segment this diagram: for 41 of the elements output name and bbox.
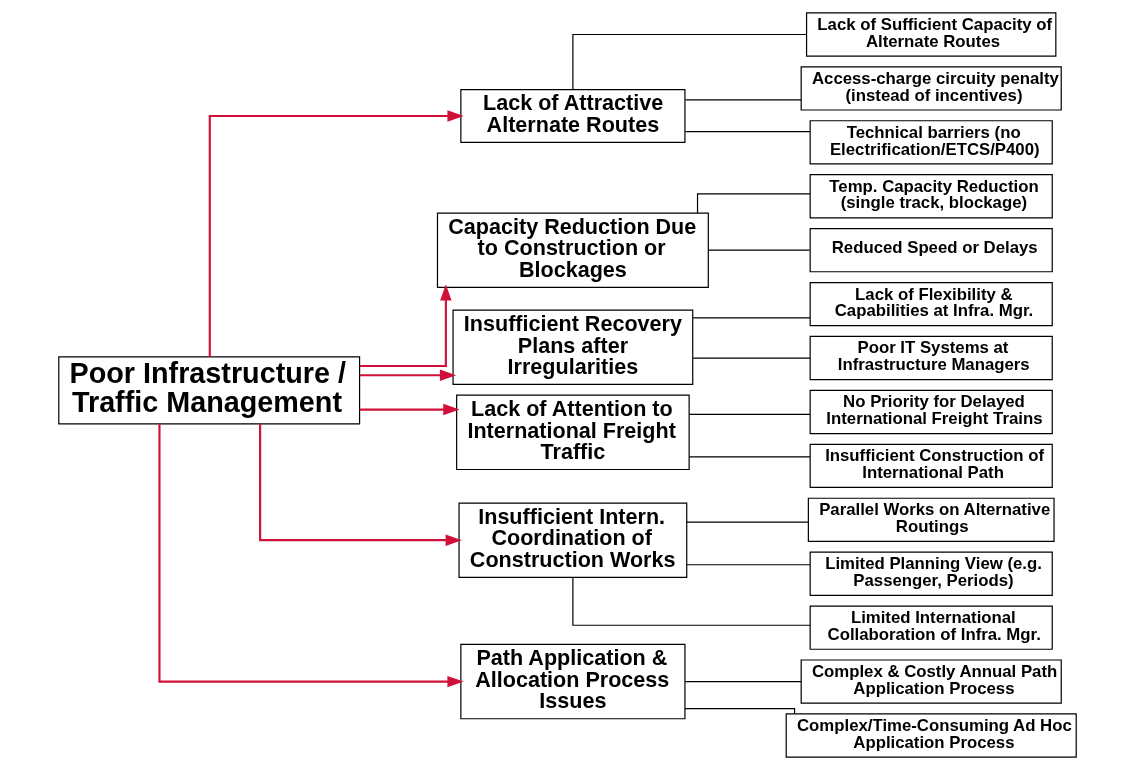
connector <box>684 99 802 101</box>
connector <box>684 130 811 133</box>
connector <box>692 357 811 359</box>
node-box: Parallel Works on Alternative Routings <box>807 497 1055 542</box>
arrow <box>158 424 464 688</box>
arrow <box>208 110 464 357</box>
node-box: Reduced Speed or Delays <box>809 228 1053 273</box>
node-box: Access-charge circuity penalty (instead of incentives) <box>800 66 1062 111</box>
node-box: Poor Infrastructure / Traffic Management <box>58 356 361 425</box>
node-box: Lack of Attention to International Freight Traffic <box>456 394 690 471</box>
connector <box>688 413 811 415</box>
connector <box>692 317 811 319</box>
connector <box>684 681 802 683</box>
node-box: Complex/Time-Consuming Ad Hoc Application Process <box>785 713 1077 758</box>
connector <box>572 577 811 626</box>
connector <box>696 193 811 214</box>
node-box: Limited International Collaboration of Infra. Mgr. <box>809 605 1053 650</box>
node-box: Lack of Flexibility & Capabilities at Infra. Mgr. <box>809 281 1053 327</box>
node-box: Lack of Sufficient Capacity of Alternate Routes <box>805 12 1057 57</box>
connector <box>686 521 809 523</box>
arrow <box>359 403 460 416</box>
node-box: Temp. Capacity Reduction (single track, blockage) <box>809 174 1053 219</box>
connector <box>688 456 811 458</box>
connector <box>707 249 811 251</box>
node-box: Insufficient Recovery Plans after Irregularities <box>452 309 694 385</box>
arrow <box>359 284 452 368</box>
connector <box>572 33 807 90</box>
node-box: Capacity Reduction Due to Construction or Blockages <box>436 212 709 288</box>
arrow <box>359 369 457 381</box>
node-box: No Priority for Delayed International Freight Trains <box>809 389 1053 435</box>
node-box: Lack of Attractive Alternate Routes <box>460 89 686 143</box>
node-box: Complex & Costly Annual Path Application Process <box>800 659 1062 704</box>
node-box: Path Application & Allocation Process Issues <box>460 643 686 720</box>
connector <box>686 564 811 566</box>
arrow <box>259 424 462 546</box>
node-box: Limited Planning View (e.g. Passenger, Periods) <box>809 551 1053 596</box>
node-box: Insufficient Construction of International Path <box>809 443 1053 489</box>
node-box: Technical barriers (no Electrification/ETCS/P400) <box>809 120 1053 165</box>
node-box: Insufficient Intern. Coordination of Construction Works <box>458 502 688 578</box>
connector <box>684 707 796 715</box>
node-box: Poor IT Systems at Infrastructure Managers <box>809 335 1053 381</box>
